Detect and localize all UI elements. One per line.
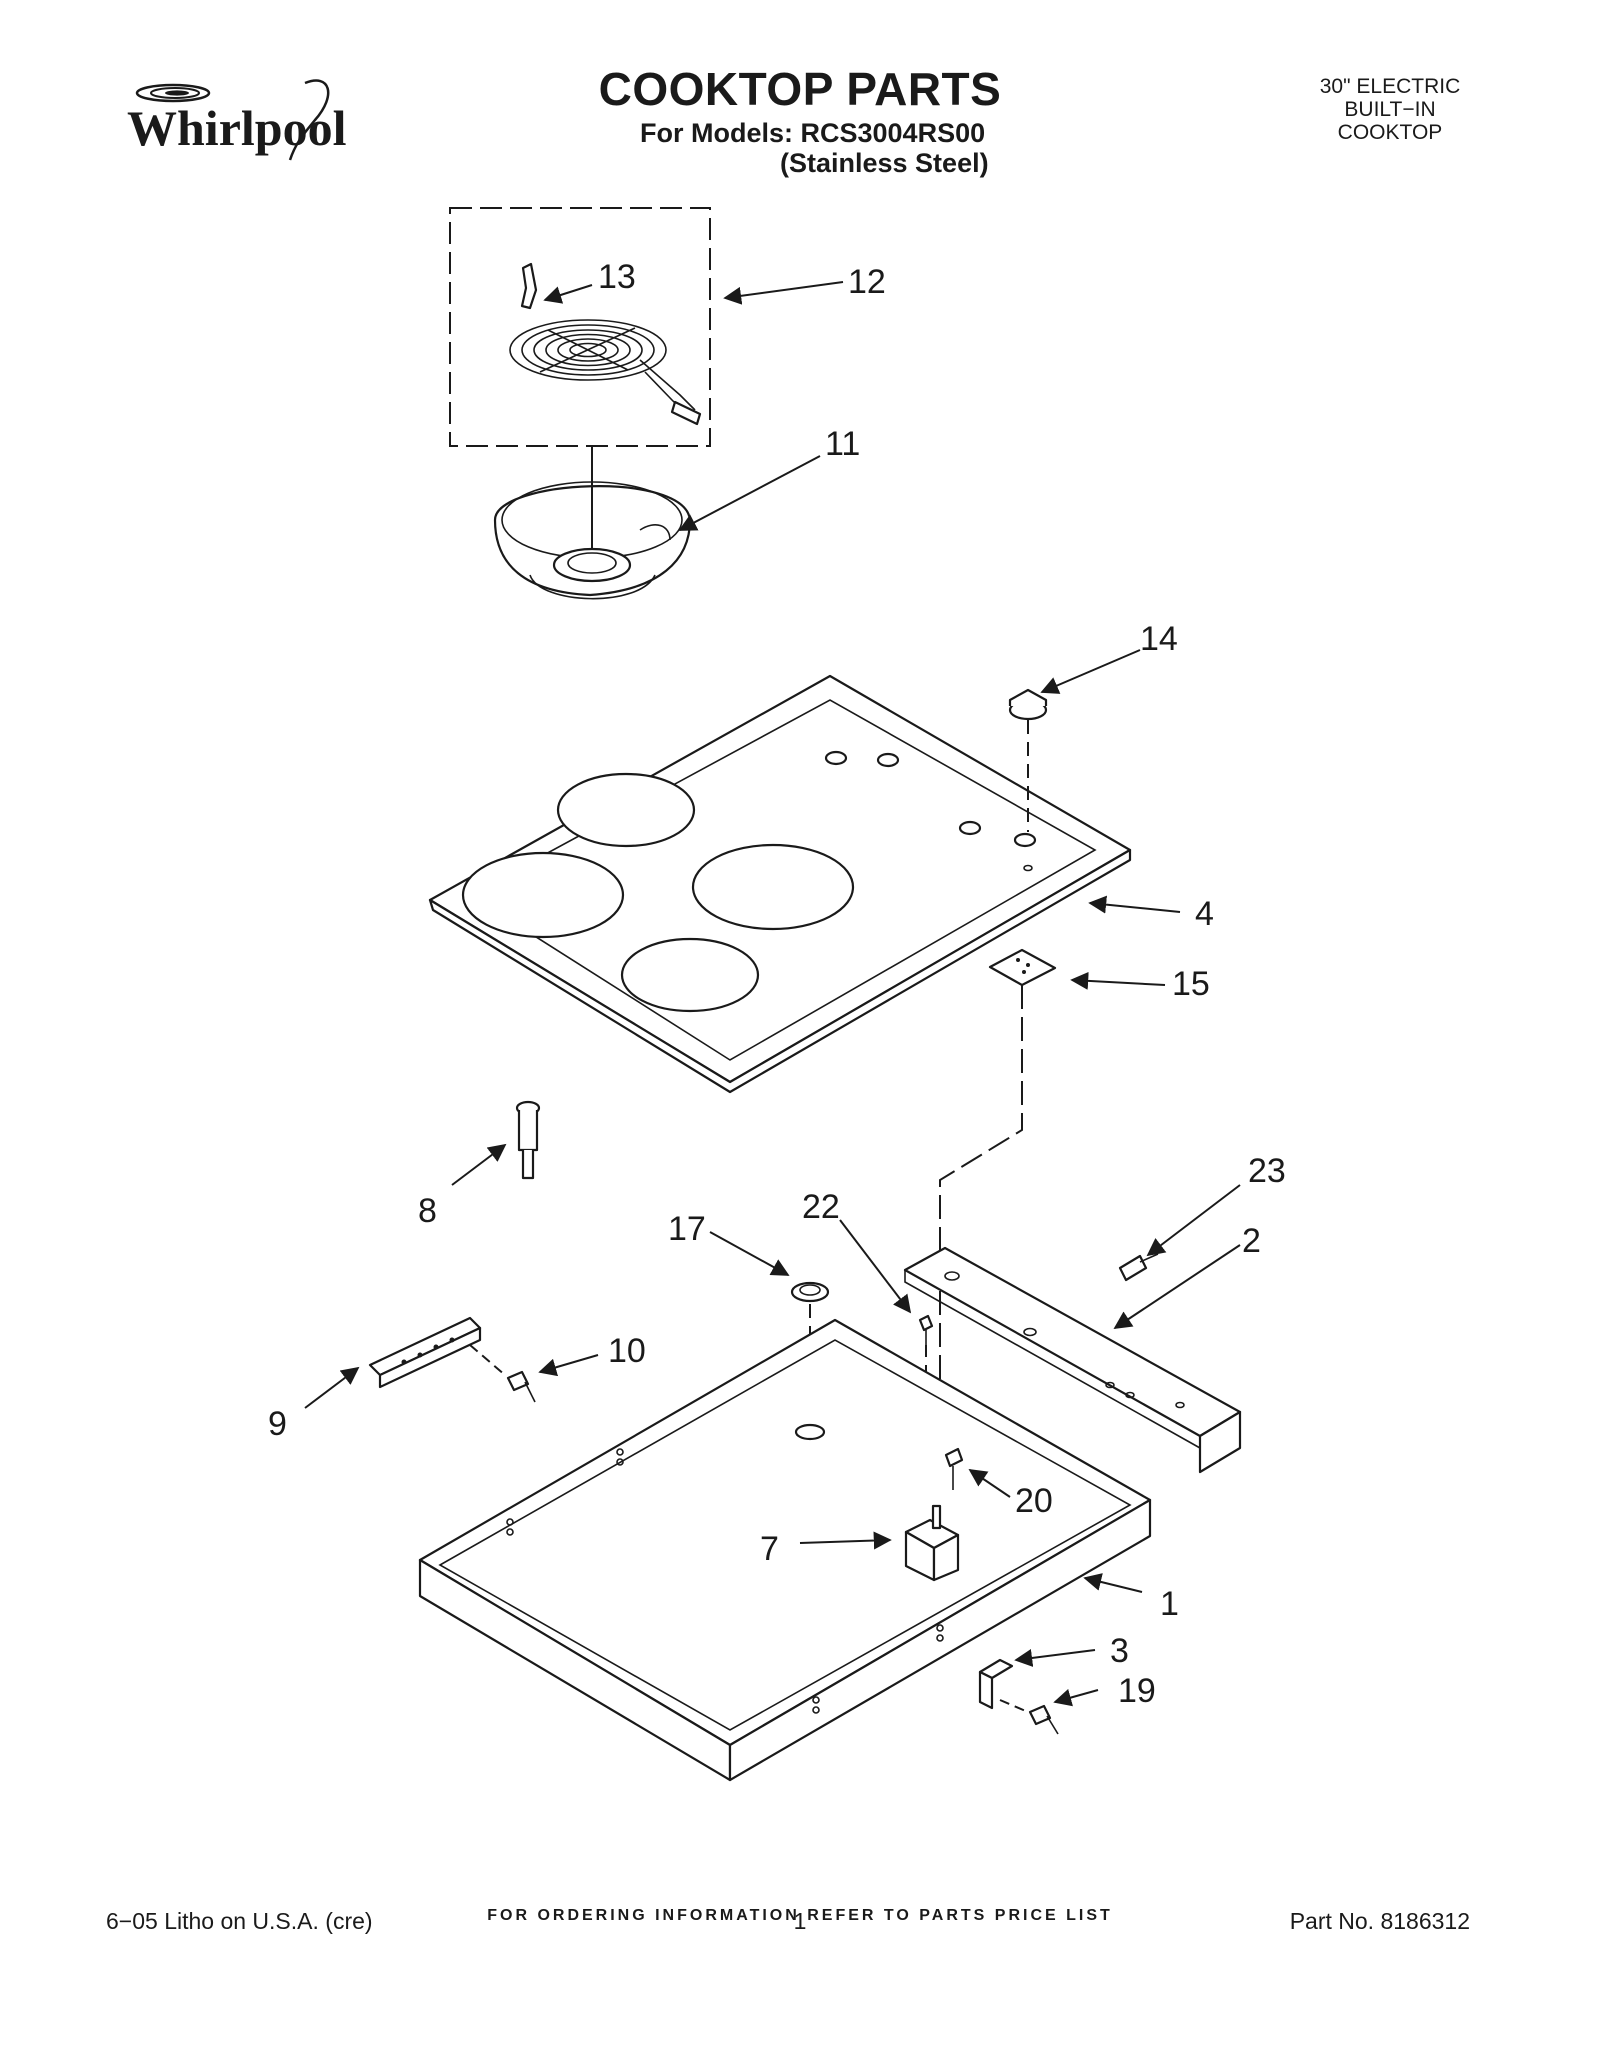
- spec-line-3: COOKTOP: [1337, 121, 1443, 144]
- callout-14: 14: [1140, 620, 1178, 658]
- callout-20: 20: [1015, 1482, 1053, 1520]
- model-finish: (Stainless Steel): [780, 148, 989, 178]
- callout-3: 3: [1110, 1632, 1129, 1670]
- model-number: For Models: RCS3004RS00: [640, 118, 986, 148]
- callout-8: 8: [418, 1192, 437, 1230]
- leader-arrows: [304, 281, 1241, 1707]
- hold-down-bracket-part: [978, 1658, 1014, 1710]
- brand-wordmark: Whirlpool: [127, 100, 347, 156]
- callout-4: 4: [1195, 895, 1214, 933]
- callout-13: 13: [598, 258, 636, 296]
- switch-screw-part: [944, 1447, 964, 1490]
- callout-17: 17: [668, 1210, 706, 1248]
- litho-info: 6−05 Litho on U.S.A. (cre): [106, 1908, 373, 1934]
- bracket-screw-part: [506, 1370, 536, 1403]
- indicator-light-part: [515, 1100, 541, 1180]
- callout-10: 10: [608, 1332, 646, 1370]
- page-number: 1: [793, 1908, 807, 1934]
- callout-15: 15: [1172, 965, 1210, 1003]
- control-panel-bracket-part: [903, 1246, 1242, 1474]
- infinite-switch-part: [904, 1504, 960, 1582]
- element-kit-box: [449, 207, 711, 447]
- bracket-hold-down-screw-part: [1028, 1704, 1059, 1735]
- element-clip-part: [520, 262, 538, 310]
- callout-2: 2: [1242, 1222, 1261, 1260]
- callout-19: 19: [1118, 1672, 1156, 1710]
- page-title: COOKTOP PARTS: [598, 63, 1002, 115]
- burner-box-part: [418, 1318, 1152, 1782]
- callout-22: 22: [802, 1188, 840, 1226]
- callout-23: 23: [1248, 1152, 1286, 1190]
- insulator-plate-part: [988, 948, 1057, 987]
- spec-line-2: BUILT−IN: [1344, 98, 1436, 121]
- callout-7: 7: [760, 1530, 779, 1568]
- spec-line-1: 30" ELECTRIC: [1319, 75, 1461, 98]
- ordering-note: FOR ORDERING INFORMATION REFER TO PARTS …: [487, 1907, 1113, 1924]
- callout-11: 11: [825, 425, 860, 463]
- grommet-part: [790, 1281, 830, 1303]
- product-spec: 30" ELECTRIC BUILT−IN COOKTOP: [1290, 75, 1490, 144]
- callout-9: 9: [268, 1405, 287, 1443]
- cooktop-main-top-part: [428, 674, 1132, 1094]
- ground-screw-part: [918, 1314, 934, 1345]
- surface-element-part: [509, 319, 702, 426]
- control-bracket-screw-part: [1118, 1253, 1159, 1282]
- whirlpool-logo: Whirlpool: [127, 79, 347, 161]
- mounting-bracket-part: [368, 1316, 482, 1389]
- callout-1: 1: [1160, 1585, 1179, 1623]
- control-knob-part: [1008, 688, 1048, 721]
- part-number: Part No. 8186312: [1289, 1908, 1470, 1934]
- callout-12: 12: [848, 263, 886, 301]
